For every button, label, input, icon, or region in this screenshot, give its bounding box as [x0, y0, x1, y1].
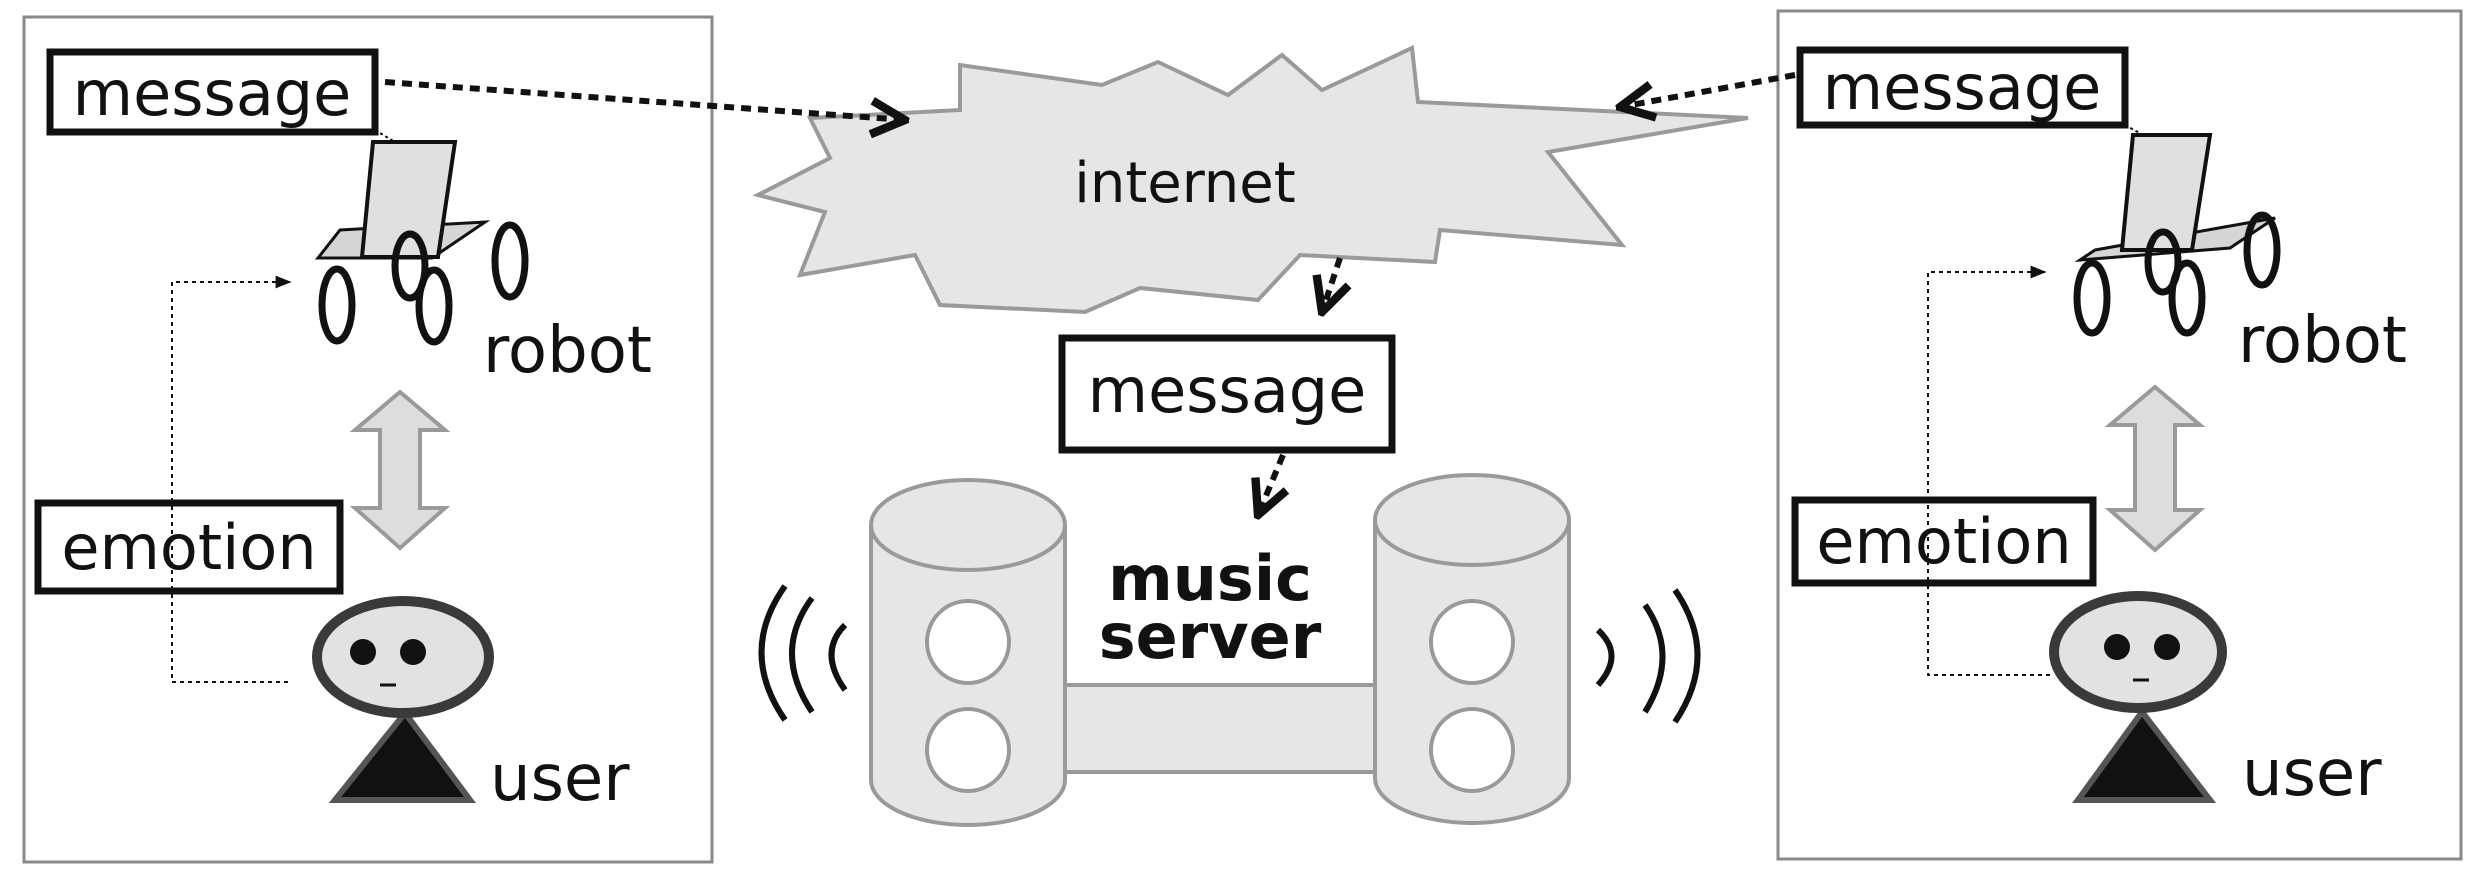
- right-robot-label: robot: [2238, 304, 2407, 378]
- right-panel: message robot emotion user: [1776, 9, 2463, 861]
- left-panel-border: [22, 15, 714, 864]
- left-message-to-internet-arrow: [384, 79, 905, 120]
- right-speaker-icon: [1373, 473, 1571, 825]
- left-double-arrow: [349, 389, 451, 551]
- right-message-label: message: [1823, 51, 2102, 124]
- internet-label: internet: [1074, 151, 1295, 216]
- right-emotion-label: emotion: [1816, 505, 2071, 578]
- left-robot-label: robot: [483, 314, 652, 388]
- left-message-box: message: [46, 48, 379, 136]
- internet-to-message-arrow: [1322, 257, 1340, 312]
- music-server-label-line1: music: [1108, 542, 1312, 615]
- left-feedback-arrow: [171, 275, 292, 683]
- left-emotion-label: emotion: [61, 511, 316, 584]
- left-user-label: user: [490, 742, 630, 816]
- music-server-icon: music server: [869, 473, 1571, 827]
- right-feedback-arrow: [1927, 265, 2050, 676]
- left-speaker-icon: [869, 478, 1067, 827]
- right-emotion-box: emotion: [1791, 496, 2097, 587]
- right-sound-waves-icon: [1595, 588, 1701, 724]
- right-user-icon: [2049, 591, 2227, 803]
- server-message-box: message: [1058, 334, 1396, 454]
- right-double-arrow: [2104, 384, 2206, 553]
- left-emotion-box: emotion: [34, 499, 344, 595]
- left-sound-waves-icon: [758, 584, 848, 722]
- right-message-to-internet-arrow: [1620, 72, 1796, 107]
- left-robot-link-line: [374, 129, 396, 143]
- right-robot-icon: [2073, 133, 2281, 337]
- right-panel-border: [1776, 9, 2463, 861]
- left-panel: message robot emotion: [22, 15, 714, 864]
- right-user-label: user: [2242, 737, 2382, 811]
- message-to-server-arrow: [1258, 453, 1283, 515]
- internet-cloud: internet: [752, 45, 1749, 315]
- music-server-label-line2: server: [1099, 600, 1322, 673]
- server-message-label: message: [1088, 354, 1367, 427]
- right-message-box: message: [1796, 46, 2129, 129]
- internet-shape: [752, 45, 1749, 315]
- left-user-icon: [312, 596, 494, 803]
- left-message-label: message: [73, 57, 352, 130]
- left-robot-icon: [314, 140, 529, 346]
- speaker-bridge: [1056, 683, 1385, 774]
- right-robot-link-line: [2124, 124, 2146, 137]
